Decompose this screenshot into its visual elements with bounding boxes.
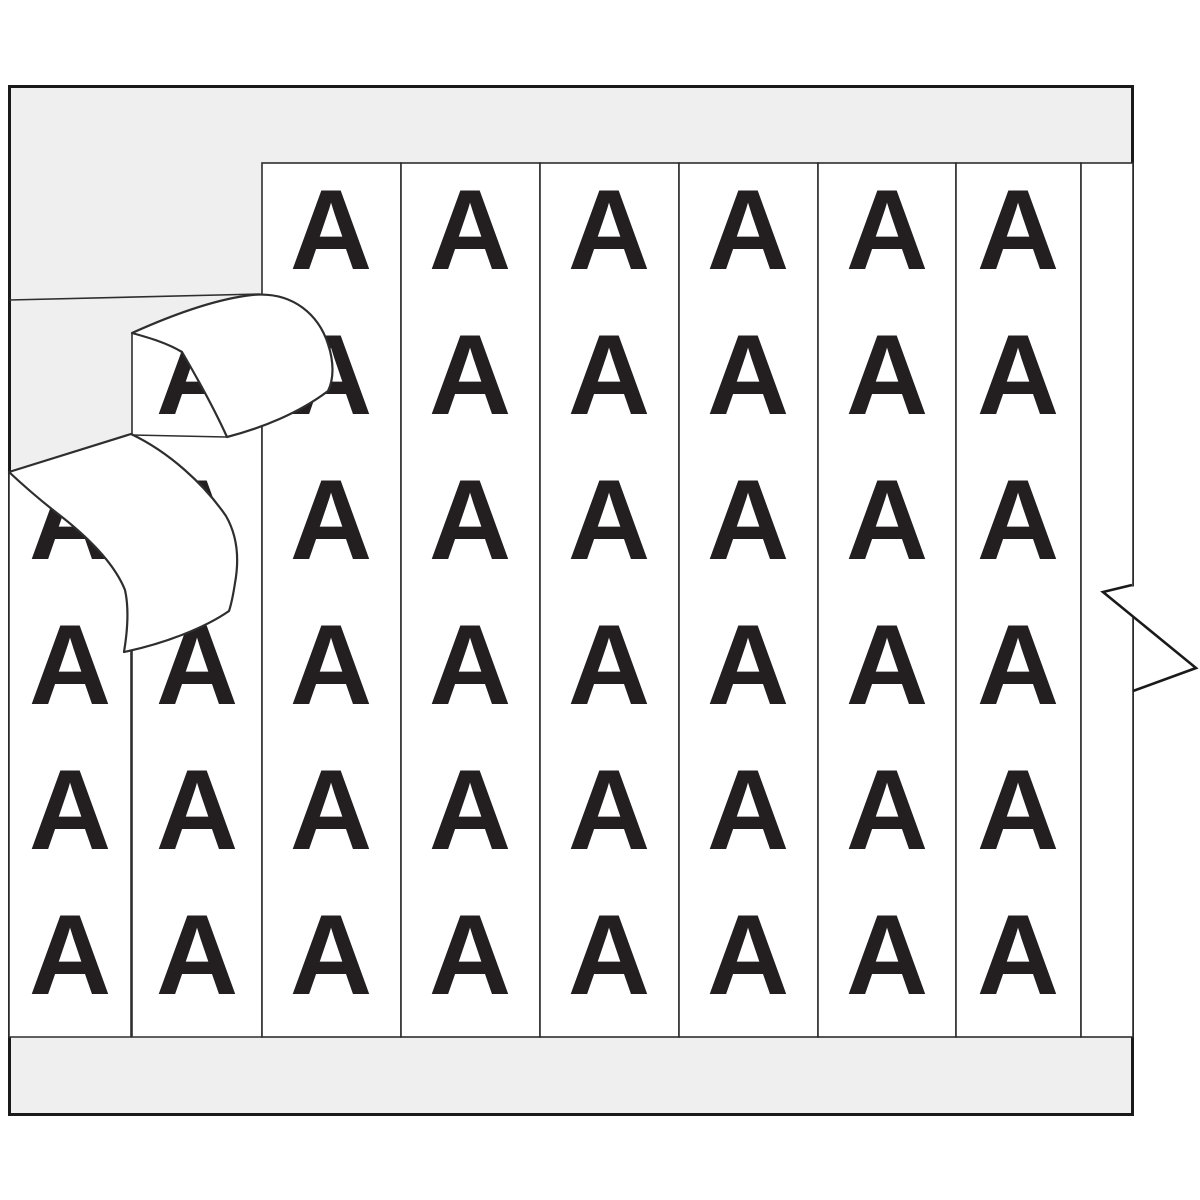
- printed-letter: A: [568, 167, 650, 294]
- label-strip-7: [817, 162, 957, 1038]
- pull-tab-notch-fill: [1103, 586, 1196, 690]
- printed-letter: A: [707, 602, 789, 729]
- printed-letter: A: [977, 312, 1059, 439]
- printed-letter: A: [429, 892, 511, 1019]
- label-strip-4: [400, 162, 541, 1038]
- printed-letter: A: [429, 312, 511, 439]
- printed-letter: A: [429, 457, 511, 584]
- printed-letter: A: [290, 602, 372, 729]
- printed-letter: A: [429, 167, 511, 294]
- label-strip-6: [678, 162, 819, 1038]
- printed-letter: A: [707, 747, 789, 874]
- printed-letter: A: [707, 167, 789, 294]
- printed-letter: A: [156, 747, 238, 874]
- label-strip-3: [261, 162, 402, 1038]
- printed-letter: A: [29, 747, 111, 874]
- printed-letter: A: [429, 747, 511, 874]
- printed-letter: A: [290, 457, 372, 584]
- printed-letter: A: [846, 747, 928, 874]
- printed-letter: A: [568, 457, 650, 584]
- label-strip-8: [955, 162, 1082, 1038]
- printed-letter: A: [29, 602, 111, 729]
- printed-letter: A: [846, 167, 928, 294]
- printed-letter: A: [846, 312, 928, 439]
- printed-letter: A: [568, 892, 650, 1019]
- printed-letter: A: [156, 892, 238, 1019]
- letters-layer: AAAAAAAAAAAAAAAAAAAAAAAAAAAAAAAAAAAAAAAA…: [29, 167, 1059, 1019]
- printed-letter: A: [846, 892, 928, 1019]
- printed-letter: A: [707, 892, 789, 1019]
- printed-letter: A: [29, 892, 111, 1019]
- printed-letter: A: [707, 312, 789, 439]
- printed-letter: A: [290, 747, 372, 874]
- printed-letter: A: [568, 312, 650, 439]
- printed-letter: A: [977, 602, 1059, 729]
- peeled-cell-line: [131, 434, 227, 438]
- printed-letter: A: [568, 602, 650, 729]
- printed-letter: A: [977, 457, 1059, 584]
- printed-letter: A: [977, 892, 1059, 1019]
- printed-letter: A: [846, 602, 928, 729]
- printed-letter: A: [429, 602, 511, 729]
- printed-letter: A: [290, 892, 372, 1019]
- printed-letter: A: [290, 167, 372, 294]
- liner-cell-line: [8, 293, 261, 301]
- peeled-label-lower: [7, 432, 239, 654]
- printed-letter: A: [707, 457, 789, 584]
- printed-letter: A: [977, 747, 1059, 874]
- peeled-label-upper: [130, 293, 334, 439]
- printed-letter: A: [977, 167, 1059, 294]
- pull-tab-notch-icon: [1100, 583, 1199, 693]
- printed-letter: A: [846, 457, 928, 584]
- printed-letter: A: [568, 747, 650, 874]
